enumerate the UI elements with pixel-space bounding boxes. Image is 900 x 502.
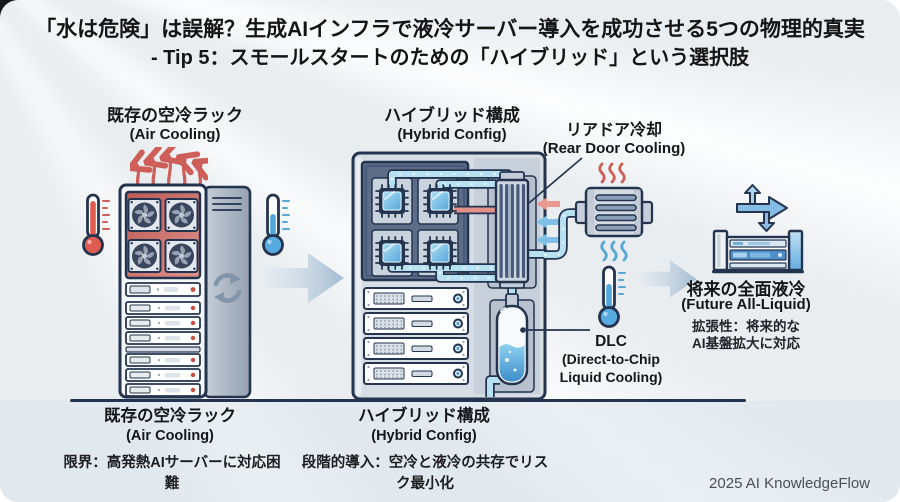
hybrid-caption-jp: ハイブリッド構成 [358, 407, 490, 425]
floor-shade [0, 401, 900, 502]
air-caption-jp: 既存の空冷ラック [104, 407, 236, 425]
air-caption-en: (Air Cooling) [126, 427, 214, 444]
transition-arrow-1 [262, 253, 344, 303]
future-note-line-2: AI基盤拡大に対応 [692, 336, 800, 351]
future-label-en: (Future All-Liquid) [681, 296, 811, 313]
rear-door-label-jp: リアドア冷却 [565, 122, 662, 139]
dlc-line-1: DLC [595, 333, 627, 350]
dlc-line-2: (Direct-to-Chip [562, 351, 660, 367]
air-limit-note: 限界：高発熱AIサーバーに対応困難 [63, 455, 281, 492]
air-caption: 既存の空冷ラック (Air Cooling) [95, 407, 245, 446]
future-note-line-1: 拡張性：将来的な [692, 319, 800, 334]
cool-squiggles [600, 240, 628, 262]
rear-door-leader-line [528, 157, 583, 204]
rear-door-label-en: (Rear Door Cooling) [542, 140, 686, 158]
page-title: 「水は危険」は誤解？生成AIインフラで液冷サーバー導入を成功させる5つの物理的真… [0, 15, 900, 72]
rear-door-label: リアドア冷却 (Rear Door Cooling) [523, 121, 705, 159]
air-cooling-header: 既存の空冷ラック (Air Cooling) [85, 106, 265, 145]
air-cooling-header-en: (Air Cooling) [129, 126, 221, 144]
hybrid-config-header-jp: ハイブリッド構成 [384, 106, 520, 125]
air-cooling-header-jp: 既存の空冷ラック [107, 106, 243, 125]
air-rack-servers [125, 301, 201, 397]
rack-control-strip [125, 282, 201, 297]
title-line-1: 「水は危険」は誤解？生成AIインフラで液冷サーバー導入を成功させる5つの物理的真… [35, 18, 865, 41]
hot-thermometer-icon [82, 193, 110, 256]
dlc-label: DLC (Direct-to-Chip Liquid Cooling) [552, 333, 670, 386]
future-server-icon [712, 229, 804, 274]
air-cooled-rack-illustration [118, 183, 252, 399]
hybrid-config-header-en: (Hybrid Config) [397, 126, 507, 144]
rear-cool-thermometer-icon [598, 265, 626, 328]
title-line-2: - Tip 5：スモールスタートのための「ハイブリッド」という選択肢 [150, 47, 750, 70]
hybrid-caption: ハイブリッド構成 (Hybrid Config) [349, 407, 499, 446]
hybrid-caption-en: (Hybrid Config) [371, 427, 477, 444]
dlc-line-3: Liquid Cooling) [559, 368, 663, 385]
scale-out-arrows-icon [736, 184, 788, 232]
hybrid-config-header: ハイブリッド構成 (Hybrid Config) [362, 106, 542, 145]
heat-squiggles [598, 162, 626, 184]
rear-door-unit-icon [574, 162, 654, 262]
hybrid-rack-illustration [351, 151, 547, 401]
radiator-manifold [494, 171, 530, 289]
credit-text: 2025 AI KnowledgeFlow [709, 475, 870, 492]
hybrid-intro-note: 段階的導入：空冷と液冷の共存でリスク最小化 [301, 455, 549, 492]
